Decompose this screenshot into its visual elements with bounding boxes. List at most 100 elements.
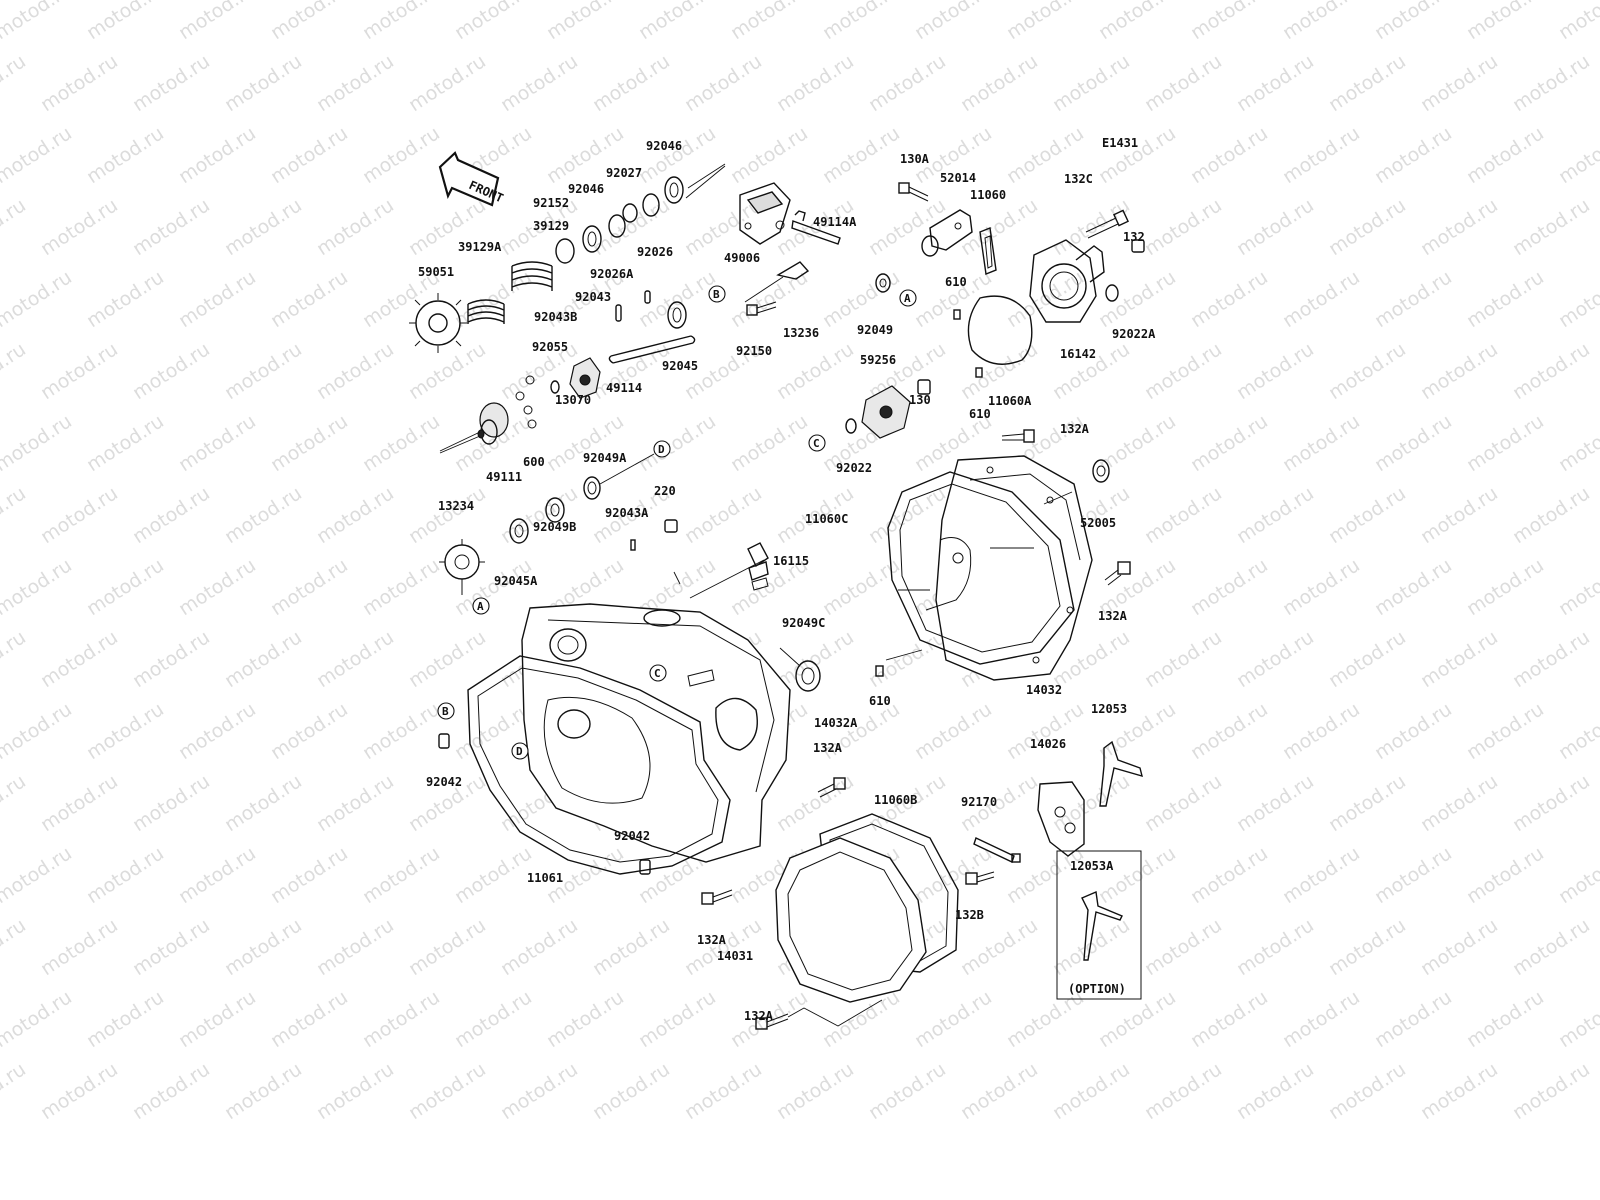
part-number-label: 132B <box>955 908 984 922</box>
part-92046-bearing <box>582 225 602 253</box>
part-number-label: 132A <box>697 933 727 947</box>
reference-marker-c: C <box>808 434 826 452</box>
part-number-label: 14032 <box>1026 683 1062 697</box>
part-number-label: 92046 <box>568 182 604 196</box>
part-130-bolt <box>917 379 931 395</box>
part-49114a-shaft <box>791 210 841 245</box>
part-number-label: 12053 <box>1091 702 1127 716</box>
part-92022-washer <box>845 418 857 434</box>
part-16142-pump-cover <box>1029 239 1105 323</box>
part-number-label: 13236 <box>783 326 819 340</box>
part-14032-clutch-cover <box>935 455 1093 681</box>
part-132a-bolt-bottom <box>755 1013 789 1030</box>
part-92026a-washer <box>608 214 626 238</box>
svg-text:B: B <box>713 288 720 301</box>
part-number-label: 600 <box>523 455 545 469</box>
part-number-label: 59051 <box>418 265 454 279</box>
option-box <box>1056 850 1142 1000</box>
part-220-bolt <box>664 519 678 533</box>
part-number-label: 92045 <box>662 359 698 373</box>
svg-text:D: D <box>516 745 523 758</box>
part-52005-seal <box>1092 459 1110 483</box>
leader <box>673 559 801 667</box>
part-number-label: 49114A <box>813 215 857 229</box>
part-92043a-pin <box>630 539 636 551</box>
part-92045a-bearing <box>509 518 529 544</box>
part-number-label: 49111 <box>486 470 522 484</box>
part-number-label: 130A <box>900 152 930 166</box>
part-92042-dowel-2 <box>639 859 651 875</box>
leader <box>744 276 784 303</box>
front-arrow-icon: FRONT <box>438 151 505 207</box>
diagram-code: E1431 <box>1102 136 1138 150</box>
part-39129-spring <box>511 261 553 291</box>
part-132a-bolt-top <box>1001 429 1035 443</box>
part-number-label: 92152 <box>533 196 569 210</box>
reference-marker-b: B <box>708 285 726 303</box>
part-92150-bolt <box>746 301 777 316</box>
part-number-label: 92055 <box>532 340 568 354</box>
part-52014-elbow <box>921 209 973 257</box>
part-number-label: 12053A <box>1070 859 1114 873</box>
part-11060c-gasket <box>887 471 1075 665</box>
part-number-label: 132A <box>1060 422 1090 436</box>
part-number-label: 92043A <box>605 506 649 520</box>
part-610-dowel <box>953 309 961 320</box>
part-number-label: 610 <box>969 407 991 421</box>
reference-marker-c: C <box>649 664 667 682</box>
part-92043b-pin <box>615 304 622 322</box>
part-92043-pin <box>644 290 651 304</box>
part-number-label: 13234 <box>438 499 474 513</box>
part-49114-shaft <box>608 335 696 364</box>
part-number-label: 132 <box>1123 230 1145 244</box>
part-number-label: 92046 <box>646 139 682 153</box>
part-number-label: 49006 <box>724 251 760 265</box>
part-132a-bolt-bl <box>701 889 733 905</box>
part-number-label: 130 <box>909 393 931 407</box>
part-number-label: 92049 <box>857 323 893 337</box>
part-number-label: 92026 <box>637 245 673 259</box>
part-39129a-spring <box>467 299 505 324</box>
part-11060-gasket <box>979 227 997 275</box>
part-59256-impeller <box>861 385 911 439</box>
part-number-label: 11060A <box>988 394 1032 408</box>
part-610-dowel-2 <box>975 367 983 378</box>
part-16115-oil-plug <box>747 542 769 591</box>
part-13070-impeller <box>569 357 601 399</box>
part-number-label: 92027 <box>606 166 642 180</box>
part-number-label: 52005 <box>1080 516 1116 530</box>
part-number-label: 92049B <box>533 520 576 534</box>
part-13236-lever <box>776 261 810 280</box>
leader <box>787 999 883 1027</box>
part-number-label: 52014 <box>940 171 976 185</box>
part-number-label: 14032A <box>814 716 858 730</box>
reference-marker-a: A <box>899 289 917 307</box>
part-number-label: 11060C <box>805 512 848 526</box>
part-number-label: 92043 <box>575 290 611 304</box>
leader <box>885 491 1073 661</box>
option-label: (OPTION) <box>1068 982 1126 996</box>
part-number-label: 92045A <box>494 574 538 588</box>
part-132-bolt <box>1131 239 1145 253</box>
svg-text:D: D <box>658 443 665 456</box>
part-number-label: 132A <box>744 1009 774 1023</box>
part-92045-bearing <box>667 301 687 329</box>
part-number-label: 132A <box>813 741 843 755</box>
part-number-label: 14031 <box>717 949 753 963</box>
reference-marker-a: A <box>472 597 490 615</box>
part-92046-bearing-2 <box>664 176 684 204</box>
part-11060a-gasket <box>967 295 1033 365</box>
svg-text:A: A <box>477 600 484 613</box>
part-number-label: 39129A <box>458 240 502 254</box>
part-number-label: 92150 <box>736 344 772 358</box>
part-number-label: 92022A <box>1112 327 1156 341</box>
part-number-label: 11060B <box>874 793 917 807</box>
part-92042-dowel <box>438 733 450 749</box>
part-49111-gear-shaft <box>439 402 509 454</box>
part-14031-generator-cover <box>775 837 927 1003</box>
part-92152-washer <box>555 238 575 264</box>
svg-text:C: C <box>654 667 661 680</box>
part-number-label: 49114 <box>606 381 642 395</box>
